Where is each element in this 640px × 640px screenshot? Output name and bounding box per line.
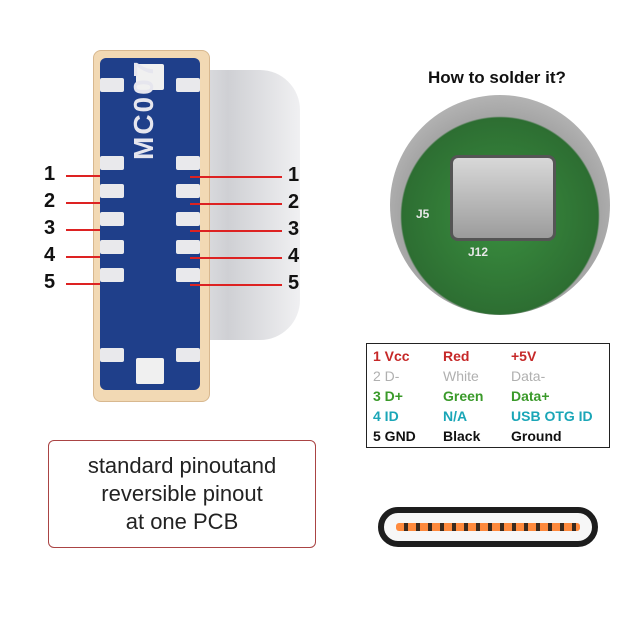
table-color-4: N/A [443, 408, 468, 424]
left-pin-1: 1 [44, 163, 56, 185]
table-color-2: White [443, 368, 479, 384]
table-pin-4: 4 ID [373, 408, 399, 424]
note-line-2: reversible pinout [101, 481, 263, 506]
pinout-table: 1 Vcc Red +5V 2 D- White Data- 3 D+ Gree… [366, 343, 610, 448]
left-pin-5: 5 [44, 271, 56, 293]
solder-title: How to solder it? [428, 68, 566, 87]
solder-photo: J5 J12 [390, 95, 610, 315]
right-pin-1: 1 [288, 164, 300, 186]
feature-note-box: standard pinoutand reversible pinout at … [48, 440, 316, 548]
pcb-solder-mask [100, 58, 200, 390]
table-signal-4: USB OTG ID [511, 408, 593, 424]
table-pin-2: 2 D- [373, 368, 400, 384]
left-pin-2: 2 [44, 190, 56, 212]
label-j5: J5 [416, 207, 430, 221]
table-color-1: Red [443, 348, 470, 364]
table-signal-3: Data+ [511, 388, 550, 404]
label-j12: J12 [468, 245, 489, 259]
right-pin-4: 4 [288, 245, 300, 267]
right-pin-2: 2 [288, 191, 300, 213]
usb-c-plug-icon [378, 507, 598, 547]
usb-c-port-photo [450, 155, 556, 241]
left-pin-4: 4 [44, 244, 56, 266]
table-color-5: Black [443, 428, 481, 444]
table-color-3: Green [443, 388, 484, 404]
table-signal-1: +5V [511, 348, 537, 364]
table-pin-1: 1 Vcc [373, 348, 410, 364]
right-pin-3: 3 [288, 218, 300, 240]
table-pin-3: 3 D+ [373, 388, 403, 404]
note-line-1: standard pinoutand [87, 453, 277, 478]
note-line-3: at one PCB [125, 509, 239, 534]
right-pin-5: 5 [288, 272, 300, 294]
left-pin-3: 3 [44, 217, 56, 239]
pcb-chip-label: MC007 [128, 59, 159, 160]
table-signal-2: Data- [511, 368, 546, 384]
table-pin-5: 5 GND [373, 428, 416, 444]
table-signal-5: Ground [511, 428, 562, 444]
